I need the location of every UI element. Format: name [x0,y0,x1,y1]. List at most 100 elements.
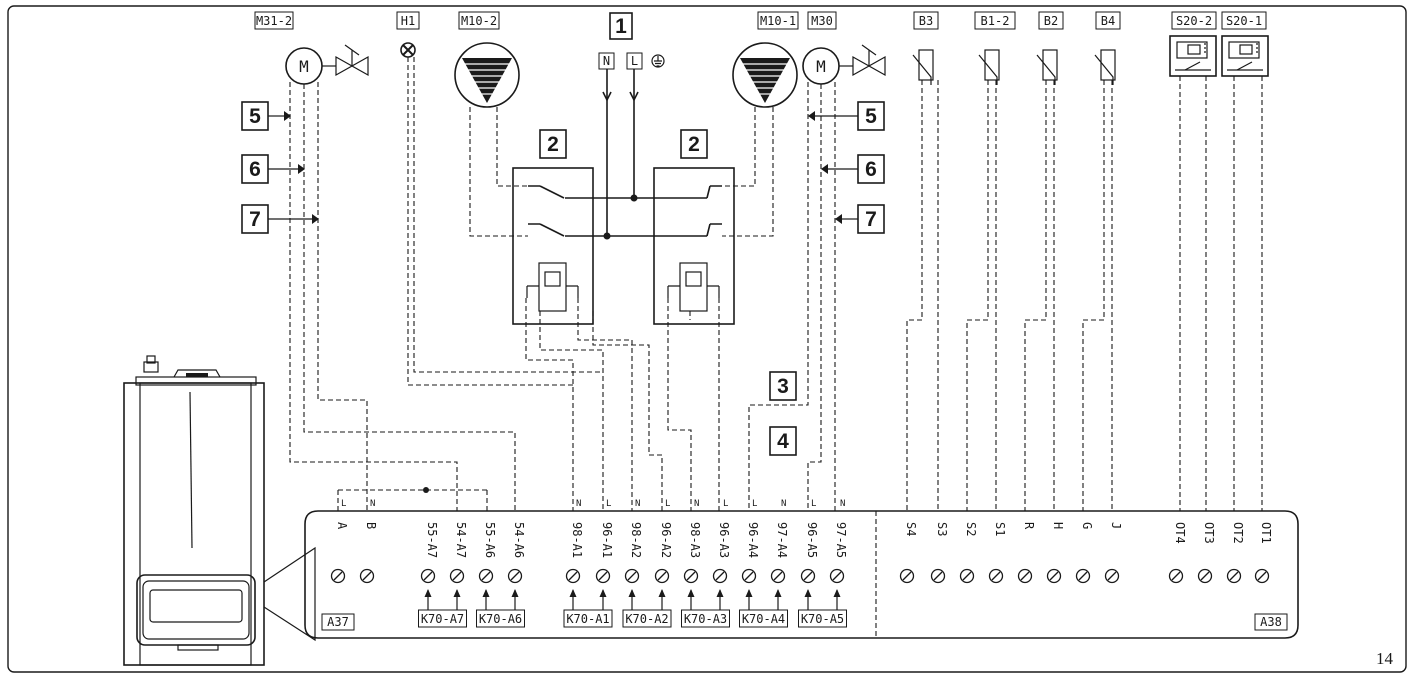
terminal-a37-6: 98-A1N [565,499,584,584]
svg-text:6: 6 [865,158,877,181]
relay-label-6: K70-A5 [798,589,847,628]
thermostat-s20-1-icon [1221,35,1269,511]
lamp-wiring [407,57,603,386]
wire-mark: N [635,499,640,509]
component-b4: B4 [1095,11,1121,30]
component-m30: M30 [807,11,837,30]
terminal-label: S1 [993,522,1007,536]
svg-text:7: 7 [865,208,877,231]
motor-m31-2-icon: M [285,44,369,85]
wire-mark: L [606,499,611,509]
boiler-illustration [123,355,265,666]
m31-2-wiring [289,82,516,511]
wire-mark: L [341,499,346,509]
wire-mark: L [752,499,757,509]
svg-text:M: M [299,57,309,76]
terminal-a38-10: OT2 [1226,522,1245,584]
svg-text:1: 1 [615,15,627,38]
terminal-a37-15: 97-A5N [829,499,848,584]
svg-text:6: 6 [249,158,261,181]
terminal-a37-1: BN [359,499,378,584]
relay-label-text: K70-A1 [566,612,609,626]
terminal-label: 96-A5 [805,522,819,558]
callout-3: 3 [769,371,797,401]
svg-text:A38: A38 [1260,615,1282,629]
svg-text:2: 2 [547,133,559,156]
terminal-a38-4: R [1017,522,1036,584]
relay-label-text: K70-A4 [742,612,785,626]
terminal-a37-11: 96-A3 L [712,499,731,584]
terminal-a37-0: AL [330,499,349,584]
terminal-a38-1: S3 [930,522,949,584]
terminal-a38-9: OT3 [1197,522,1216,584]
terminal-a38-3: S1 [988,522,1007,584]
relay-label-3: K70-A2 [622,589,672,628]
ground-icon [651,54,665,68]
terminal-label: OT4 [1173,522,1187,544]
terminal-label: 55-A7 [425,522,439,558]
svg-text:3: 3 [777,375,789,398]
svg-text:M: M [816,57,826,76]
sensor-b1-2-icon [966,49,1000,511]
terminal-a38-0: S4 [899,522,918,584]
terminal-label: 55-A6 [483,522,497,558]
terminal-a37-4: 55-A6 [478,522,497,584]
wire-mark: L [723,499,728,509]
terminal-label: 96-A3 [717,522,731,558]
svg-text:B3: B3 [919,14,933,28]
sensor-b3-icon [906,49,939,511]
sensor-b2-icon [1024,49,1058,511]
terminal-label: OT2 [1231,522,1245,544]
svg-text:M31-2: M31-2 [256,14,292,28]
relay-housing-left [512,167,594,325]
board-label-a37: A37 [321,613,355,631]
component-b3: B3 [913,11,939,30]
svg-text:7: 7 [249,208,261,231]
terminal-a38-11: OT1 [1254,522,1273,584]
svg-text:A37: A37 [327,615,349,629]
svg-text:M30: M30 [811,14,833,28]
lamp-h1-icon [400,42,416,58]
svg-text:H1: H1 [401,14,415,28]
power-lines [528,100,722,240]
wire-mark: L [811,499,816,509]
terminal-label: A [335,522,349,530]
terminal-a37-9: 96-A2L [654,499,673,584]
component-m10-2: M10-2 [458,11,500,30]
power-supply: N L [598,52,665,102]
component-s20-1: S20-1 [1221,11,1267,30]
svg-text:2: 2 [688,133,700,156]
svg-text:B2: B2 [1044,14,1058,28]
terminal-label: 97-A5 [834,522,848,558]
m30-wiring [748,82,836,511]
callout-2-right: 2 [680,129,708,159]
terminal-label: 98-A2 [629,522,643,558]
terminal-a38-2: S2 [959,522,978,584]
terminal-a37-14: 96-A5 L [800,499,819,584]
terminal-a37-10: 98-A3N [683,499,702,584]
relay-label-text: K70-A6 [479,612,522,626]
component-b1-2: B1-2 [974,11,1016,30]
svg-text:S20-2: S20-2 [1176,14,1212,28]
thermostat-s20-2-icon [1169,35,1217,511]
diagram-frame [7,5,1407,673]
terminal-a37-5: 54-A6 [507,522,526,584]
callout-5-right: 5 [808,101,885,131]
terminal-a37-2: 55-A7 [420,522,439,584]
terminal-a37-7: 96-A1 L [595,499,614,584]
svg-text:4: 4 [777,430,789,453]
terminal-a37-3: 54-A7 [449,522,468,584]
component-s20-2: S20-2 [1171,11,1217,30]
terminal-a38-5: H [1046,522,1065,584]
relay-label-text: K70-A5 [801,612,844,626]
svg-text:M10-1: M10-1 [760,14,796,28]
terminal-label: 96-A1 [600,522,614,558]
svg-text:5: 5 [865,105,877,128]
terminal-label: G [1080,522,1094,529]
terminal-label: 98-A1 [570,522,584,558]
relay-label-text: K70-A7 [421,612,464,626]
terminal-board [304,510,1299,639]
pump-wiring [469,107,774,511]
svg-text:B4: B4 [1101,14,1115,28]
